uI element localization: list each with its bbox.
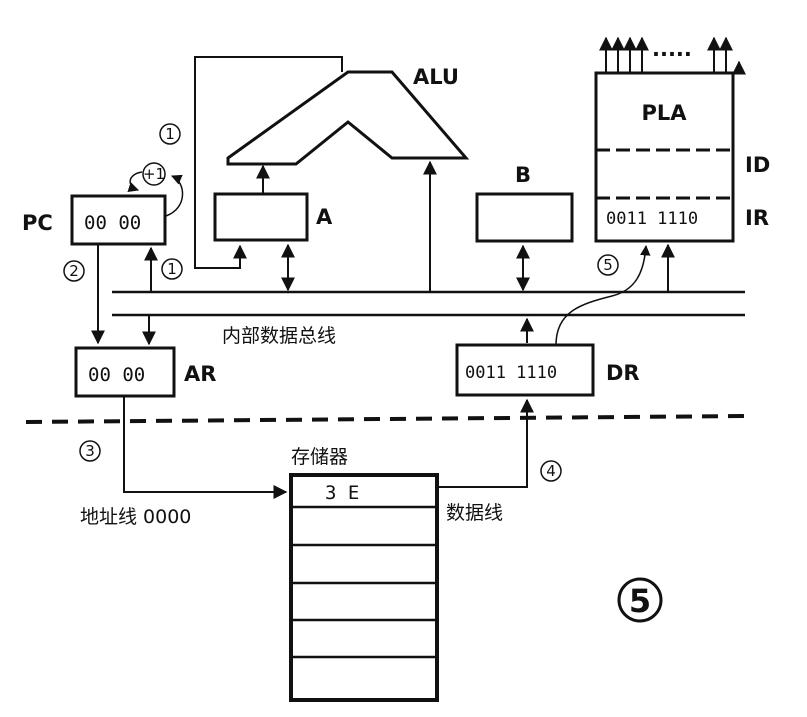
step-3-circle bbox=[79, 440, 101, 462]
panel-number-circle bbox=[617, 577, 663, 623]
data-line-path bbox=[436, 398, 534, 488]
panel-number-label: 5 bbox=[629, 582, 651, 620]
register-b-label: B bbox=[515, 163, 531, 187]
increment-loop-right bbox=[165, 174, 184, 217]
increment-label: +1 bbox=[143, 165, 165, 183]
pla-label: PLA bbox=[641, 101, 687, 125]
step-5-circle bbox=[597, 254, 619, 276]
register-a-label: A bbox=[316, 205, 333, 229]
pc-register bbox=[70, 194, 167, 246]
dr-label: DR bbox=[606, 361, 640, 385]
alu-feedback-loop bbox=[194, 56, 343, 269]
register-b bbox=[475, 192, 574, 243]
register-a bbox=[213, 192, 309, 242]
step-2-label: 2 bbox=[69, 262, 79, 280]
pla-block bbox=[594, 71, 735, 243]
dr-register bbox=[455, 343, 595, 397]
ir-value: 0011 1110 bbox=[606, 209, 698, 229]
bus-label: 内部数据总线 bbox=[222, 325, 336, 347]
address-line-path bbox=[123, 396, 288, 499]
id-label: ID bbox=[745, 153, 770, 177]
memory-label: 存储器 bbox=[291, 446, 348, 468]
alu-label: ALU bbox=[413, 65, 459, 89]
step-4-circle bbox=[540, 460, 562, 482]
increment-loop-left bbox=[127, 171, 143, 192]
step-1-bottom-label: 1 bbox=[167, 260, 177, 278]
alu-shape bbox=[226, 70, 470, 166]
memory-block bbox=[289, 473, 439, 702]
step-1-bottom-circle bbox=[161, 258, 183, 280]
ar-label: AR bbox=[184, 362, 216, 386]
step-3-label: 3 bbox=[85, 442, 95, 460]
pla-output-dots: ..... bbox=[652, 37, 692, 61]
data-line-label: 数据线 bbox=[446, 502, 503, 524]
memory-first-cell: 3 E bbox=[325, 482, 359, 504]
dr-to-ir-curve bbox=[555, 244, 651, 346]
dr-value: 0011 1110 bbox=[465, 363, 557, 383]
address-line-label: 地址线 0000 bbox=[80, 506, 191, 528]
step-2-circle bbox=[63, 260, 85, 282]
ir-label: IR bbox=[745, 206, 769, 230]
pc-label: PC bbox=[22, 211, 53, 235]
ar-value: 00 00 bbox=[88, 364, 145, 386]
dashed-separator bbox=[25, 414, 746, 424]
increment-circle bbox=[142, 162, 166, 186]
step-4-label: 4 bbox=[546, 462, 556, 480]
step-5-label: 5 bbox=[603, 256, 613, 274]
pc-value: 00 00 bbox=[84, 212, 141, 234]
step-1-top-label: 1 bbox=[165, 125, 175, 143]
step-1-top-circle bbox=[159, 123, 181, 145]
